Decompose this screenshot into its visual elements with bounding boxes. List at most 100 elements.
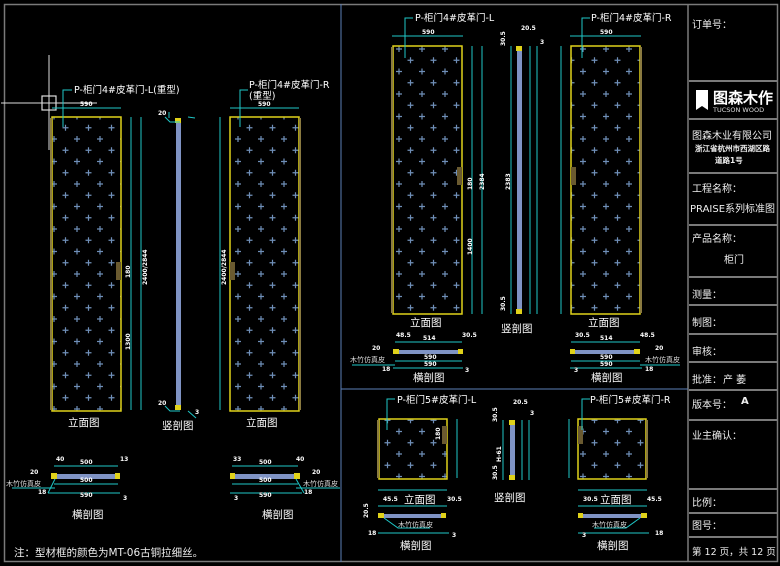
tb-drawing-no: 图号：: [689, 512, 778, 536]
br-cross-section-r: [578, 505, 649, 534]
br-door-r-elevation: [577, 418, 648, 480]
br-cross-section-l: [378, 505, 449, 534]
version-label: 版本号：: [692, 400, 732, 411]
left-vertical-section: [164, 112, 197, 419]
tb-logo: 图森木作 TUCSON WOOD: [689, 80, 778, 118]
br-cross-section-caption-l: 横剖图: [400, 539, 432, 552]
version-value: A: [741, 396, 749, 407]
br-door-l-elevation: [377, 418, 448, 480]
left-cs-r-dim-bot1: 500: [259, 477, 272, 484]
tb-company: 图森木业有限公司 浙江省杭州市西湖区路 道路1号: [689, 118, 778, 172]
product-label: 产品名称：: [692, 234, 742, 245]
tr-elevation-caption-r: 立面图: [588, 316, 620, 329]
left-cs-l-dim-mid: 500: [80, 459, 93, 466]
owner-confirm-label: 业主确认：: [692, 431, 742, 442]
tr-cs-l-dim-b: 514: [423, 335, 436, 342]
tr-vs-top-width-dim: 20.5: [521, 25, 536, 32]
left-cs-l-dim-top-r: 13: [120, 456, 128, 463]
tr-cs-r-dim-thick: 18: [645, 366, 653, 373]
order-no-label: 订单号：: [692, 20, 732, 31]
tb-measure: 测量：: [689, 276, 778, 304]
tr-cs-l-dim-d: 590: [424, 354, 437, 361]
project-label: 工程名称：: [692, 184, 742, 195]
tr-door-l-label: P-柜门4#皮革门-L: [415, 12, 495, 24]
tr-vertical-section: [510, 46, 538, 314]
br-cs-l-dim-side: 20.5: [363, 503, 370, 518]
tr-door-l-handle-pos-dim: 1400: [467, 238, 474, 255]
tr-cs-r-dim-b: 514: [600, 335, 613, 342]
logo-icon: [696, 90, 708, 110]
br-elevation-caption-l: 立面图: [404, 493, 436, 506]
company-name: 图森木业有限公司: [692, 131, 772, 142]
left-door-r-height-dim: 2400/2844: [221, 249, 228, 285]
br-cs-l-dim-a: 45.5: [383, 496, 398, 503]
left-cs-r-dim-mid: 500: [259, 459, 272, 466]
left-cs-r-dim-end: 3: [234, 495, 238, 502]
left-cross-section-r: [230, 465, 340, 494]
tr-vertical-section-caption: 竖剖图: [501, 322, 533, 335]
left-cs-l-dim-thick: 18: [38, 489, 46, 496]
tr-cs-l-dim-thick: 18: [382, 366, 390, 373]
tr-cs-r-dim-side: 20: [655, 345, 663, 352]
tr-door-l-width-dim: 590: [422, 29, 435, 36]
tr-cs-r-dim-e: 590: [600, 361, 613, 368]
left-door-r-width-dim: 590: [258, 101, 271, 108]
br-vs-bot-left-dim: 30.5: [492, 465, 499, 480]
approve-label: 批准：: [692, 375, 722, 386]
tb-product: 产品名称： 柜门: [689, 224, 778, 276]
left-cross-section-l: [12, 465, 120, 494]
tb-draw: 制图：: [689, 304, 778, 333]
tr-vs-end-dim: 3: [540, 39, 544, 46]
br-cs-r-material: 木竹仿真皮: [592, 520, 627, 529]
review-label: 审核：: [692, 347, 722, 358]
br-cs-r-dim-a: 30.5: [583, 496, 598, 503]
tr-cross-section-r: [570, 341, 680, 369]
tr-cs-l-dim-e: 590: [424, 361, 437, 368]
left-door-l-dims: [52, 89, 142, 410]
br-vs-end-dim: 3: [530, 410, 534, 417]
br-door-l-handle-dim: 180: [435, 427, 442, 440]
tr-cs-r-dim-d: 590: [600, 354, 613, 361]
br-cs-r-dim-c: 45.5: [647, 496, 662, 503]
left-elevation-caption-r: 立面图: [246, 416, 278, 429]
br-elevation-caption-r: 立面图: [600, 493, 632, 506]
drawing-no-label: 图号：: [692, 521, 722, 532]
left-door-r-label: P-柜门4#皮革门-R: [249, 79, 330, 91]
br-cs-l-dim-end: 3: [452, 532, 456, 539]
left-cs-r-dim-top: 33: [233, 456, 241, 463]
left-door-r-elevation: [229, 116, 301, 412]
br-cs-r-dim-end: 3: [582, 532, 586, 539]
left-cs-r-material: 木竹仿真皮: [303, 479, 338, 488]
left-cross-section-caption-r: 横剖图: [262, 508, 294, 521]
left-cs-l-dim-end: 3: [123, 495, 127, 502]
drawing-note: 注：型材框的颜色为MT-06古铜拉细丝。: [14, 547, 204, 559]
tb-scale: 比例：: [689, 488, 778, 512]
tr-vs-bot-left-dim: 30.5: [500, 296, 507, 311]
left-elevation-caption-l: 立面图: [68, 416, 100, 429]
tr-door-r-elevation: [570, 45, 642, 315]
measure-label: 测量：: [692, 290, 722, 301]
page-info: 第 12 页，共 12 页: [692, 547, 776, 558]
left-vs-top-dim: 20: [158, 110, 166, 117]
tr-cs-l-dim-a: 48.5: [396, 332, 411, 339]
left-door-l-handle-dim: 180: [125, 265, 132, 278]
sheet-border: [3, 3, 779, 563]
left-vertical-section-caption: 竖剖图: [162, 419, 194, 432]
tr-cs-l-material: 木竹仿真皮: [350, 355, 385, 364]
company-address-1: 浙江省杭州市西湖区路: [695, 144, 770, 153]
left-cs-r-dim-side: 20: [312, 469, 320, 476]
tb-approve: 批准： 产 萎: [689, 361, 778, 389]
tr-door-r-label: P-柜门4#皮革门-R: [591, 12, 672, 24]
br-vertical-section-caption: 竖剖图: [494, 491, 526, 504]
scale-label: 比例：: [692, 498, 722, 509]
tr-cs-r-dim-c: 48.5: [640, 332, 655, 339]
tr-cross-section-l: [352, 341, 463, 369]
left-door-l-elevation: [50, 116, 122, 412]
left-cs-r-dim-thick: 18: [304, 489, 312, 496]
br-door-l-dims: [378, 398, 458, 491]
br-vs-top-width-dim: 20.5: [513, 399, 528, 406]
br-cs-l-dim-thick: 18: [368, 530, 376, 537]
tr-door-l-height-dim: 2384: [479, 173, 486, 190]
cad-cursor-crosshair: [1, 55, 97, 150]
tr-cs-l-dim-side: 20: [372, 345, 380, 352]
